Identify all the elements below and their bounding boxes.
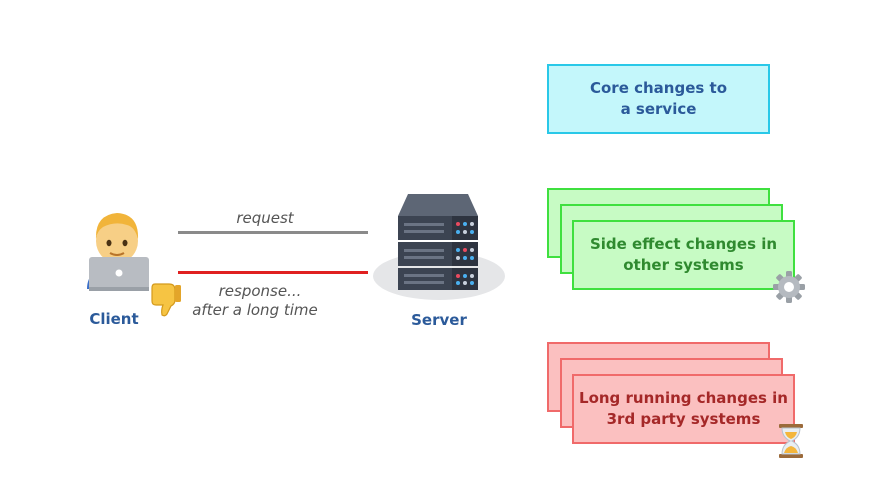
response-arrow	[178, 271, 368, 274]
long-running-box: Long running changes in 3rd party system…	[572, 374, 795, 444]
client-node	[75, 205, 181, 320]
response-label-line1: response...	[218, 282, 302, 300]
response-label-line2: after a long time	[192, 301, 318, 319]
gear-icon	[773, 271, 805, 303]
core-changes-line1: Core changes to	[589, 79, 727, 97]
server-rack-icon	[373, 194, 505, 300]
side-effect-line2: other systems	[623, 256, 744, 274]
long-running-line1: Long running changes in	[579, 389, 788, 407]
server-node	[372, 190, 507, 305]
server-label: Server	[411, 311, 467, 329]
side-effect-box: Side effect changes in other systems	[572, 220, 795, 290]
person-with-laptop-icon	[87, 213, 149, 291]
request-arrow	[178, 231, 368, 234]
client-label: Client	[89, 310, 139, 328]
core-changes-box: Core changes to a service	[547, 64, 770, 134]
request-label: request	[236, 209, 294, 227]
core-changes-line2: a service	[620, 100, 697, 118]
side-effect-line1: Side effect changes in	[589, 235, 778, 253]
hourglass-icon	[779, 424, 803, 458]
long-running-line2: 3rd party systems	[606, 410, 761, 428]
thumbs-down-icon	[151, 283, 181, 317]
